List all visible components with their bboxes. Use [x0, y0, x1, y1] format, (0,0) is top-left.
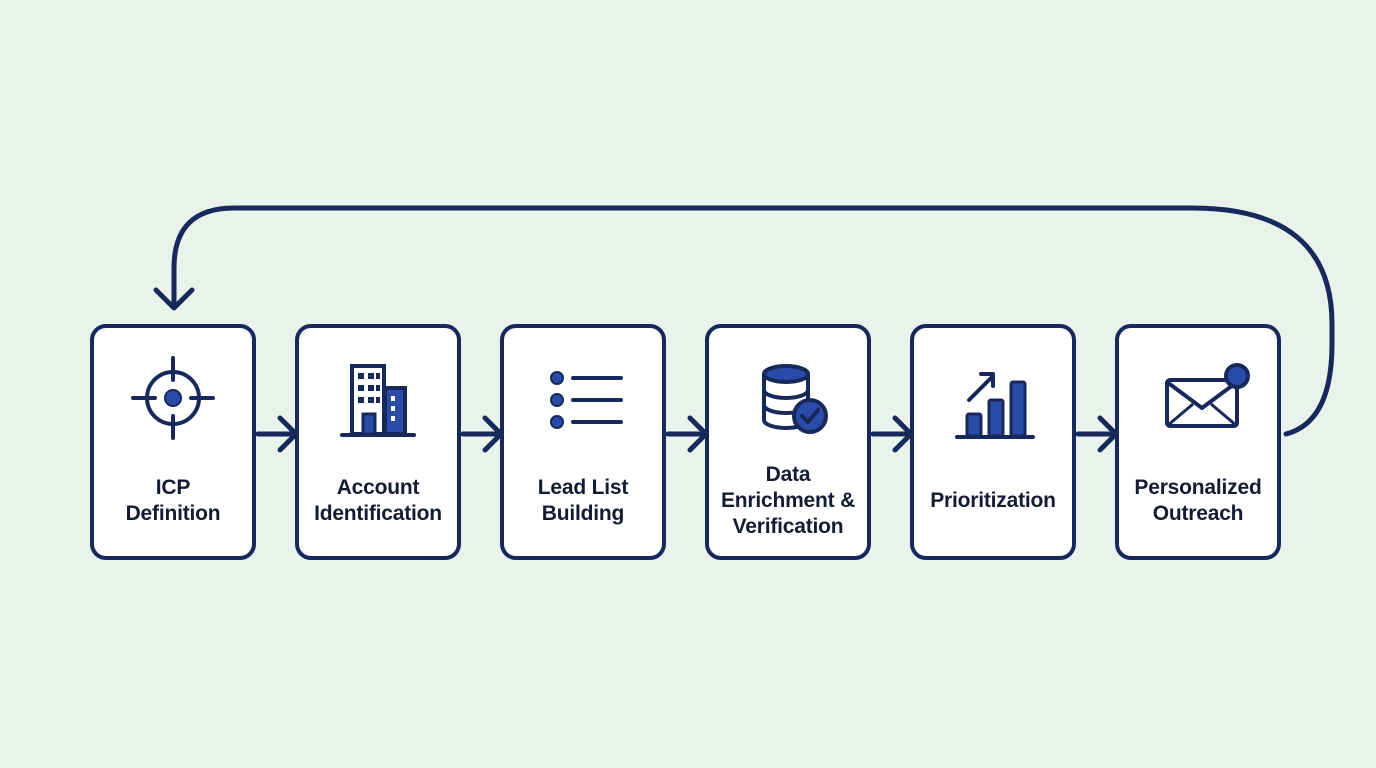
arrow-4-to-5 — [870, 415, 914, 453]
arrow-2-to-3 — [460, 415, 504, 453]
step-icp-definition: ICP Definition — [90, 324, 256, 560]
arrow-3-to-4 — [665, 415, 709, 453]
building-icon — [299, 350, 457, 446]
database-check-icon — [709, 350, 867, 446]
step-label: Account Identification — [314, 476, 442, 525]
step-label: Lead List Building — [537, 476, 629, 525]
step-label: ICP Definition — [125, 476, 221, 525]
envelope-notification-icon — [1119, 350, 1277, 446]
step-lead-list-building: Lead List Building — [500, 324, 666, 560]
step-label: Personalized Outreach — [1134, 476, 1262, 525]
step-personalized-outreach: Personalized Outreach — [1115, 324, 1281, 560]
list-icon — [504, 350, 662, 446]
target-icon — [94, 350, 252, 446]
step-data-enrichment-verification: Data Enrichment & Verification — [705, 324, 871, 560]
arrow-1-to-2 — [255, 415, 299, 453]
step-prioritization: Prioritization — [910, 324, 1076, 560]
feedback-loop-arrow — [153, 205, 1335, 437]
step-account-identification: Account Identification — [295, 324, 461, 560]
bar-chart-icon — [914, 350, 1072, 446]
arrow-5-to-6 — [1075, 415, 1119, 453]
step-label: Data Enrichment & Verification — [720, 463, 856, 538]
step-label: Prioritization — [930, 489, 1056, 512]
